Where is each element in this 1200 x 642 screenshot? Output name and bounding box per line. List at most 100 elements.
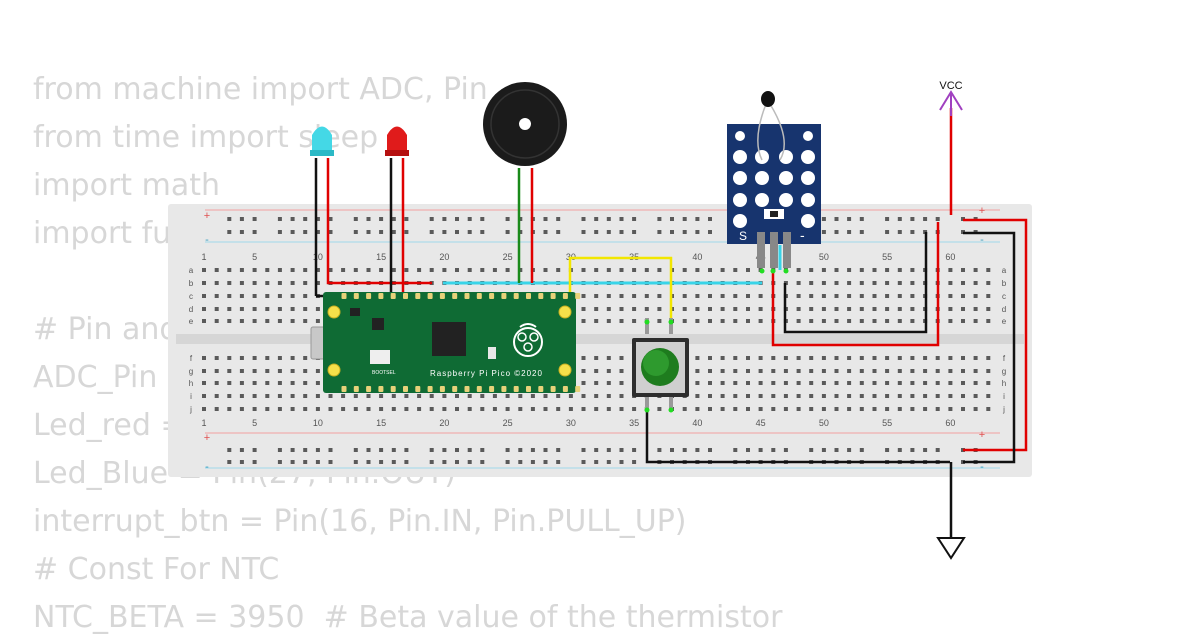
row-letter-left: j — [189, 405, 192, 414]
breadboard-hole — [277, 460, 282, 464]
breadboard-hole — [859, 319, 864, 323]
vcc-symbol[interactable]: VCC — [939, 80, 963, 116]
breadboard-hole — [581, 448, 586, 452]
breadboard-hole — [961, 281, 965, 285]
column-number-bottom: 1 — [201, 418, 206, 428]
breadboard-hole — [695, 307, 700, 311]
breadboard-hole — [303, 448, 308, 452]
breadboard-hole — [594, 369, 599, 373]
column-number-top: 10 — [313, 252, 323, 262]
breadboard-hole — [948, 319, 953, 323]
rail-minus-label: - — [980, 461, 984, 473]
breadboard-hole — [353, 407, 358, 411]
pico-pin — [501, 386, 507, 392]
breadboard-hole — [556, 217, 561, 221]
blue-led-body — [312, 126, 332, 150]
pico-pin — [550, 293, 556, 299]
column-number-top: 20 — [439, 252, 449, 262]
breadboard-hole — [973, 381, 978, 385]
column-number-bottom: 50 — [819, 418, 829, 428]
breadboard-hole — [733, 307, 738, 311]
breadboard-hole — [948, 281, 953, 285]
buzzer[interactable] — [483, 82, 567, 166]
breadboard-hole — [315, 230, 320, 234]
breadboard-hole — [290, 369, 295, 373]
breadboard-hole — [657, 319, 662, 323]
breadboard-hole — [328, 448, 333, 452]
breadboard-hole — [796, 356, 801, 360]
breadboard-hole — [581, 356, 586, 360]
breadboard-hole — [746, 294, 750, 298]
blue-led[interactable] — [310, 126, 334, 157]
breadboard-hole — [872, 294, 877, 298]
breadboard-hole — [442, 394, 447, 398]
rail-plus-label: + — [979, 429, 985, 441]
breadboard-hole — [518, 268, 523, 272]
breadboard-hole — [910, 394, 915, 398]
pico-pin — [366, 293, 372, 299]
breadboard-hole — [239, 319, 244, 323]
breadboard-hole — [505, 448, 510, 452]
breadboard-hole — [783, 407, 788, 411]
breadboard-hole — [290, 381, 295, 385]
breadboard-hole — [708, 381, 712, 385]
bootsel-button[interactable] — [370, 350, 390, 364]
breadboard-hole — [859, 356, 864, 360]
breadboard-hole — [379, 230, 384, 234]
breadboard-hole — [568, 394, 573, 398]
breadboard-hole — [214, 319, 219, 323]
breadboard-hole — [923, 448, 928, 452]
pico-pin — [378, 293, 384, 299]
breadboard-hole — [606, 460, 611, 464]
breadboard-hole — [973, 356, 978, 360]
breadboard-hole — [923, 356, 928, 360]
breadboard-hole — [859, 381, 864, 385]
breadboard-hole — [606, 307, 611, 311]
breadboard-hole — [442, 230, 447, 234]
ground-symbol[interactable] — [936, 537, 966, 560]
breadboard-hole — [467, 394, 472, 398]
pico-pin — [415, 386, 421, 392]
breadboard-hole — [973, 369, 978, 373]
breadboard-hole — [239, 381, 244, 385]
code-line: NTC_BETA = 3950 # Beta value of the ther… — [33, 600, 783, 635]
breadboard-hole — [404, 268, 409, 272]
breadboard-hole — [227, 448, 232, 452]
breadboard-hole — [252, 407, 257, 411]
breadboard-center-channel — [176, 334, 1024, 344]
breadboard-hole — [961, 369, 965, 373]
breadboard-hole — [214, 268, 219, 272]
raspberry-pi-pico[interactable]: Raspberry Pi Pico ©2020 BOOTSEL — [310, 292, 581, 393]
pico-mount-hole — [558, 305, 572, 319]
breadboard-hole — [708, 307, 712, 311]
breadboard-hole — [923, 217, 928, 221]
breadboard-hole — [619, 230, 624, 234]
breadboard-hole — [581, 381, 586, 385]
ntc-temperature-module[interactable]: S - — [727, 91, 821, 268]
pico-pin — [452, 386, 458, 392]
breadboard-hole — [379, 268, 384, 272]
ntc-pin — [770, 232, 778, 268]
column-number-bottom: 30 — [566, 418, 576, 428]
push-button[interactable] — [632, 318, 689, 410]
breadboard-hole — [973, 307, 978, 311]
breadboard-hole — [961, 381, 965, 385]
breadboard-hole — [315, 394, 320, 398]
breadboard-hole — [935, 407, 940, 411]
breadboard-hole — [202, 394, 206, 398]
breadboard-hole — [366, 407, 371, 411]
breadboard-hole — [644, 307, 649, 311]
breadboard-hole — [657, 217, 662, 221]
breadboard-hole — [556, 230, 561, 234]
pico-component — [350, 308, 360, 316]
breadboard-hole — [455, 230, 459, 234]
breadboard-hole — [202, 268, 206, 272]
breadboard-hole — [366, 394, 371, 398]
breadboard-hole — [796, 307, 801, 311]
breadboard-hole — [809, 394, 814, 398]
breadboard-hole — [821, 407, 826, 411]
thermistor-lead — [769, 103, 785, 161]
breadboard-hole — [682, 448, 687, 452]
breadboard-hole — [708, 230, 712, 234]
red-led[interactable] — [385, 126, 409, 157]
